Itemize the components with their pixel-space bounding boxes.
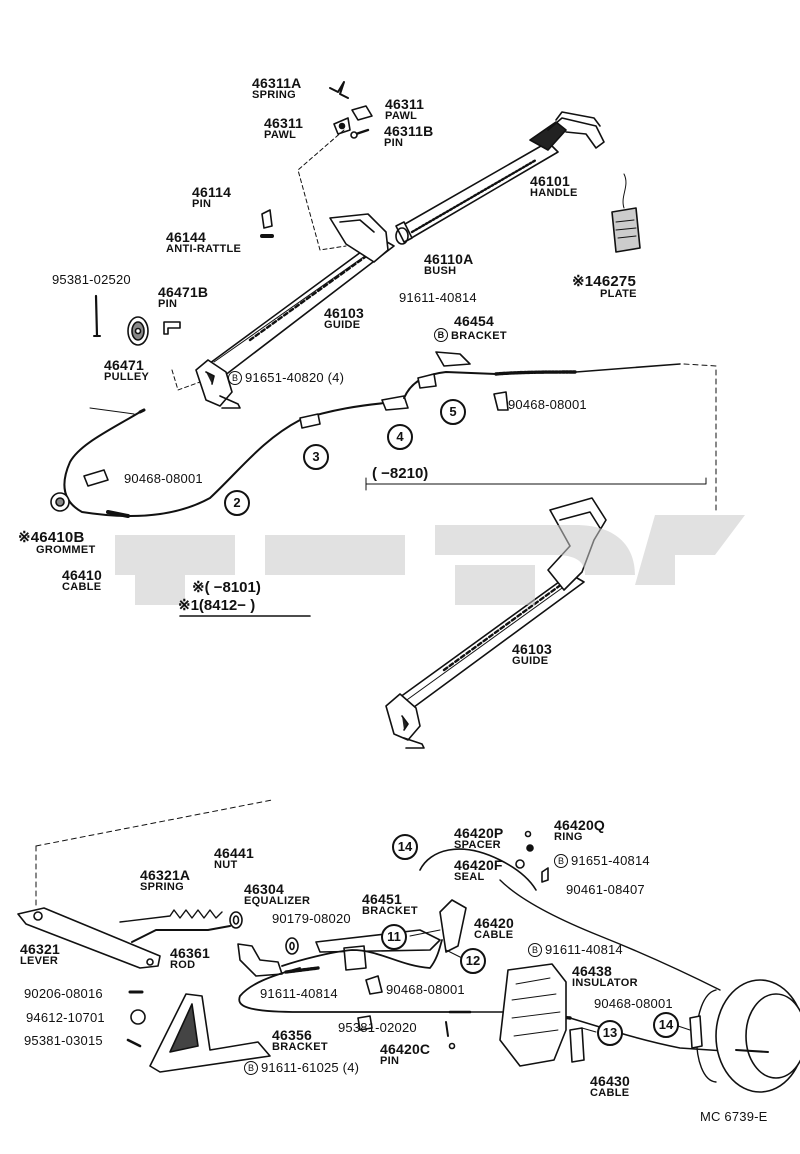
callout-3: 3 — [303, 444, 329, 470]
callout-2: 2 — [224, 490, 250, 516]
nut-46441 — [229, 911, 243, 929]
rear-cable-46410 — [50, 395, 409, 518]
clip-46430 — [689, 1015, 703, 1049]
bush-46110A — [395, 227, 409, 245]
cable-front-upper — [403, 351, 681, 411]
callout-14-lower: 14 — [653, 1012, 679, 1038]
spring-46321A — [119, 909, 223, 923]
leader-line-right — [683, 363, 717, 513]
callout-4: 4 — [387, 424, 413, 450]
callout-5: 5 — [440, 399, 466, 425]
callout-11: 11 — [381, 924, 407, 950]
leader-lines-upper — [171, 129, 347, 391]
b-mark-icon: B — [528, 943, 542, 957]
insulator-46438 — [499, 963, 585, 1067]
rod-46361 — [131, 925, 231, 943]
note-range-8210: ( −8210) — [372, 465, 429, 482]
label-95381-02020: 95381-02020 — [338, 1020, 417, 1035]
handle-46101 — [395, 111, 605, 243]
label-95381-03015: 95381-03015 — [24, 1033, 103, 1048]
small-fasteners — [126, 990, 456, 1050]
label-90468-08001-b: 90468-08001 — [124, 471, 203, 486]
label-90179-08020: 90179-08020 — [272, 911, 351, 926]
label-90468-08001-d: 90468-08001 — [594, 996, 673, 1011]
equalizer-46304 — [237, 943, 283, 977]
b-mark-icon: B — [228, 371, 242, 385]
label-90468-08001-a: 90468-08001 — [508, 397, 587, 412]
label-94612-10701: 94612-10701 — [26, 1010, 105, 1025]
diagram-code: MC 6739-E — [700, 1109, 768, 1124]
brake-drum — [695, 979, 800, 1093]
spacer-ring-seal — [515, 830, 549, 883]
b-mark-icon: B — [434, 328, 448, 342]
label-95381-02520: 95381-02520 — [52, 272, 131, 287]
range-bracket — [365, 477, 707, 491]
note-range-8412: ※1(8412− ) — [178, 597, 256, 614]
note-range-8101: ※( −8101) — [192, 579, 261, 596]
callout-14-upper: 14 — [392, 834, 418, 860]
nut-90179 — [285, 937, 299, 955]
b-mark-icon: B — [244, 1061, 258, 1075]
guide-46103-upper — [195, 213, 395, 409]
lever-46321 — [17, 907, 161, 969]
callout-13: 13 — [597, 1020, 623, 1046]
label-90461-08407: 90461-08407 — [566, 882, 645, 897]
callout-12: 12 — [460, 948, 486, 974]
b-mark-icon: B — [554, 854, 568, 868]
label-90206-08016: 90206-08016 — [24, 986, 103, 1001]
pawl-assembly — [260, 81, 373, 238]
label-90468-08001-c: 90468-08001 — [386, 982, 465, 997]
bracket-46356 — [149, 993, 271, 1073]
label-91611-40814-top: 91611-40814 — [399, 290, 477, 305]
bracket-46451 — [315, 929, 441, 971]
label-91611-40814-low: 91611-40814 — [260, 986, 338, 1001]
leader-line-lower — [35, 799, 273, 847]
guide-46103-lower — [385, 497, 607, 749]
plate-46275 — [611, 173, 641, 253]
pulley-46471 — [93, 294, 181, 346]
